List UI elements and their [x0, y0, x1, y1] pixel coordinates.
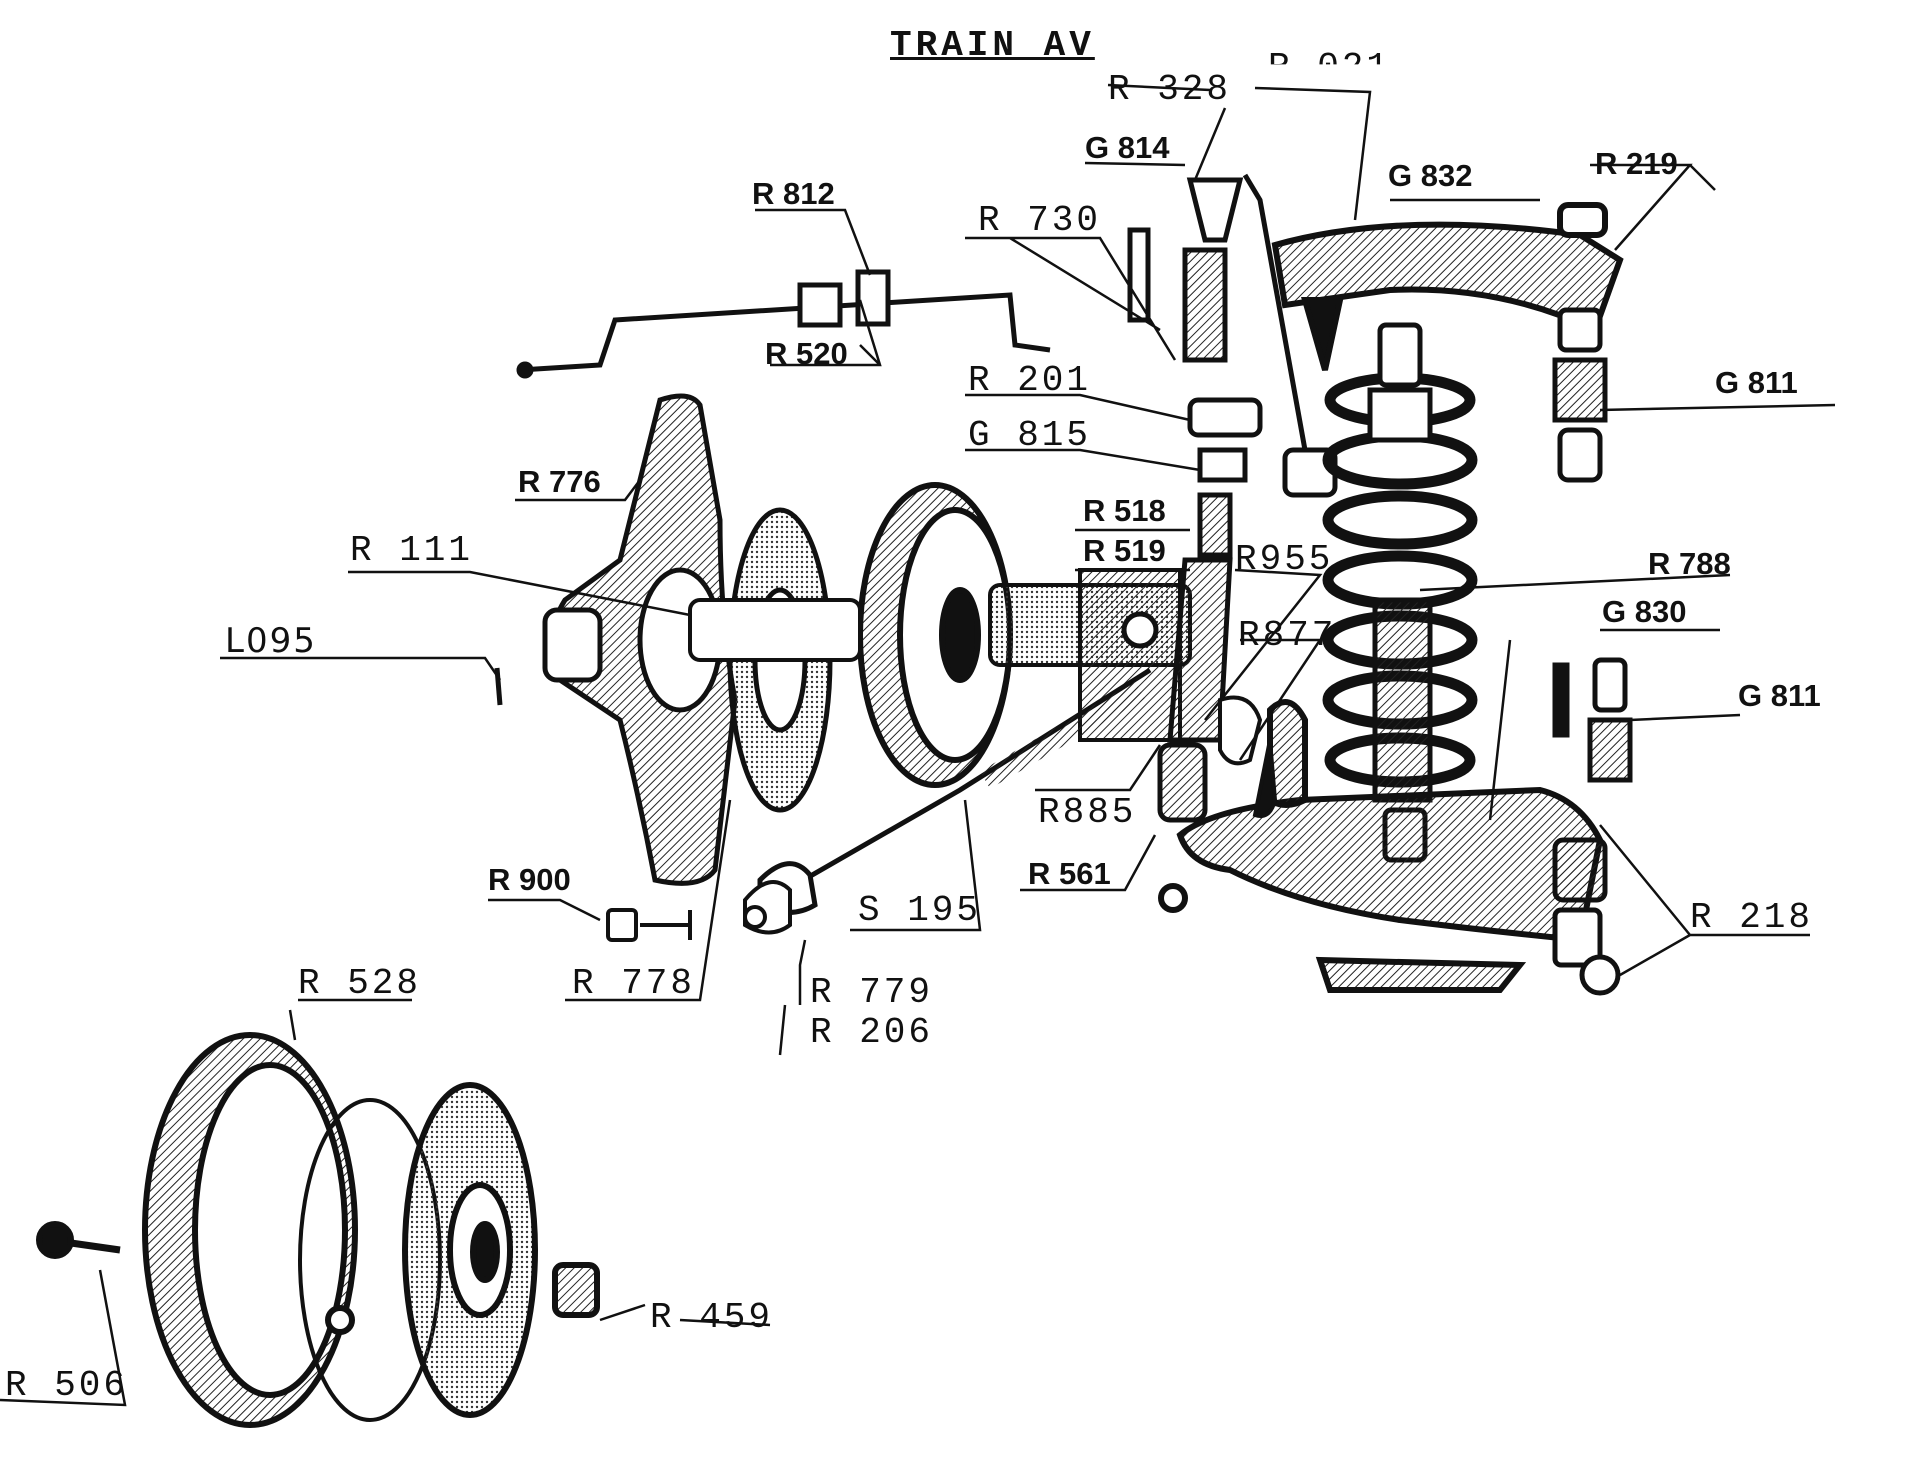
part-label-r900: R 900 [488, 862, 571, 897]
part-label-r520: R 520 [765, 336, 848, 371]
part-label-r730: R 730 [978, 200, 1102, 241]
page-title: TRAIN AV [890, 25, 1095, 66]
part-label-r518: R 518 [1083, 493, 1166, 528]
brake-drum [857, 482, 1013, 788]
wheel-drum-assembly [36, 1032, 600, 1428]
upper-control-arm [1271, 202, 1624, 371]
part-label-r776: R 776 [518, 464, 601, 499]
small-fasteners [494, 667, 1278, 942]
part-label-r788: R 788 [1648, 546, 1731, 581]
leader-lines [0, 83, 1836, 1407]
part-label-r877: R877 [1238, 615, 1337, 656]
part-label-r219: R 219 [1595, 146, 1678, 181]
part-label-r528: R 528 [298, 963, 422, 1004]
part-label-r111: R 111 [350, 530, 474, 571]
shock-absorber [1367, 322, 1433, 863]
right-bushing-stack [1552, 307, 1633, 996]
part-label-g814: G 814 [1085, 130, 1170, 165]
part-label-r206: R 206 [810, 1012, 934, 1053]
part-label-r778: R 778 [572, 963, 696, 1004]
part-label-l095: L095 [225, 621, 317, 661]
part-label-r779: R 779 [810, 972, 934, 1013]
part-label-r506: R 506 [5, 1365, 129, 1406]
part-label-r328: R 328 [1108, 69, 1232, 110]
lower-control-arm [1158, 699, 1604, 993]
part-label-r812: R 812 [752, 176, 835, 211]
part-label-r021: R 021 [1268, 47, 1392, 88]
part-label-r201: R 201 [968, 360, 1092, 401]
part-label-g830: G 830 [1602, 594, 1687, 629]
part-label-r459: R 459 [650, 1297, 774, 1338]
part-label-s195: S 195 [858, 890, 982, 931]
part-label-g811-lower: G 811 [1738, 678, 1821, 713]
stabilizer-bar [516, 269, 1051, 379]
part-label-r955: R955 [1235, 539, 1334, 580]
part-label-g832: G 832 [1388, 158, 1473, 193]
part-label-g815: G 815 [968, 415, 1092, 456]
part-label-g811-upper: G 811 [1715, 365, 1798, 400]
part-label-r519: R 519 [1083, 533, 1166, 568]
part-label-r885: R885 [1038, 792, 1137, 833]
part-label-r561: R 561 [1028, 856, 1111, 891]
part-label-r218: R 218 [1690, 897, 1814, 938]
